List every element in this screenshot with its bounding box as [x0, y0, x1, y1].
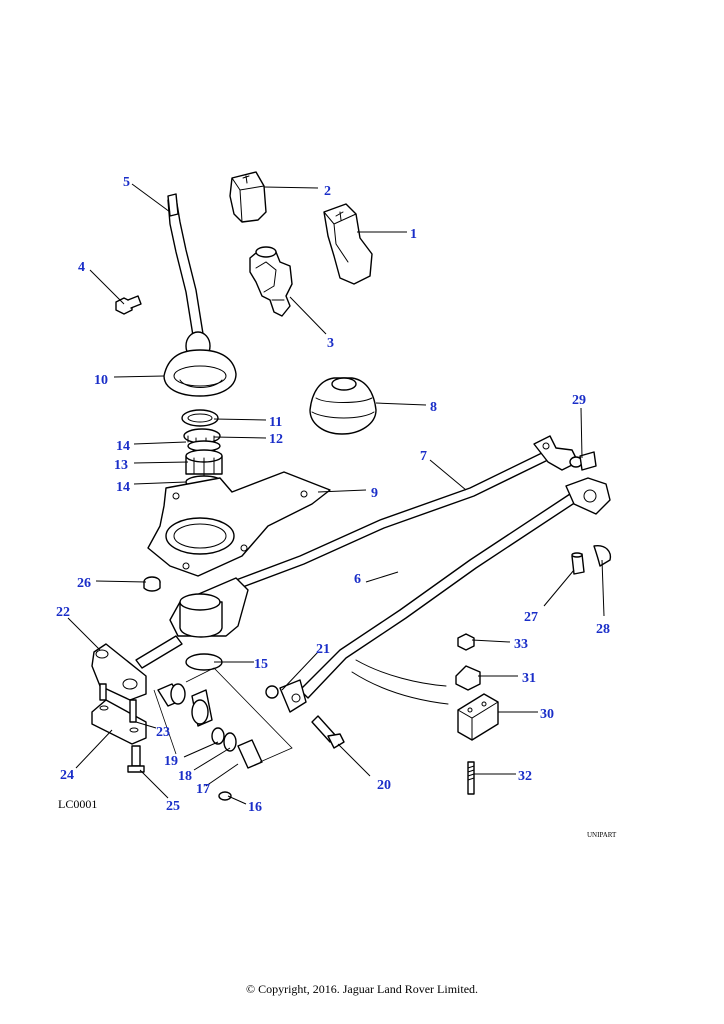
callout-6[interactable]: 6: [354, 572, 361, 587]
callout-12[interactable]: 12: [269, 432, 283, 447]
callout-21[interactable]: 21: [316, 642, 330, 657]
diagram-reference-code: LC0001: [58, 797, 98, 811]
gear-lever: [167, 193, 211, 371]
grommet: [143, 576, 161, 592]
callout-14a[interactable]: 14: [116, 439, 130, 454]
mounting-block: [457, 693, 499, 741]
callout-18[interactable]: 18: [178, 769, 192, 784]
gear-knob-large: [323, 203, 373, 285]
clip-28: [593, 545, 612, 567]
callout-5[interactable]: 5: [123, 175, 130, 190]
callout-8[interactable]: 8: [430, 400, 437, 415]
copyright-notice: © Copyright, 2016. Jaguar Land Rover Lim…: [245, 982, 479, 996]
callout-25[interactable]: 25: [166, 799, 180, 814]
bolt-20: [311, 715, 345, 749]
callout-1[interactable]: 1: [410, 227, 417, 242]
selector-rod-lower: [299, 477, 611, 699]
brand-mark: UNIPART: [587, 831, 617, 839]
callout-10[interactable]: 10: [94, 373, 108, 388]
gear-knob-small: [229, 171, 267, 223]
callout-17[interactable]: 17: [196, 782, 210, 797]
callout-30[interactable]: 30: [540, 707, 554, 722]
callout-24[interactable]: 24: [60, 768, 74, 783]
bush-29: [569, 451, 597, 471]
callout-16[interactable]: 16: [248, 800, 262, 815]
gaiter-boot: [309, 377, 377, 435]
callout-7[interactable]: 7: [420, 449, 427, 464]
leader-lines: [67, 183, 605, 805]
exploded-view-outline: [153, 667, 293, 763]
callout-15[interactable]: 15: [254, 657, 268, 672]
knob-adaptor: [249, 246, 293, 317]
callout-29[interactable]: 29: [572, 393, 586, 408]
bolt-25: [127, 745, 145, 773]
callout-14b[interactable]: 14: [116, 480, 130, 495]
callout-19[interactable]: 19: [164, 754, 178, 769]
callout-27[interactable]: 27: [524, 610, 538, 625]
lever-boot: [163, 349, 237, 397]
callout-31[interactable]: 31: [522, 671, 536, 686]
callout-22[interactable]: 22: [56, 605, 70, 620]
callout-32[interactable]: 32: [518, 769, 532, 784]
callout-2[interactable]: 2: [324, 184, 331, 199]
lever-body: [91, 643, 147, 701]
mounting-plate: [147, 471, 331, 577]
nut-33: [457, 633, 475, 651]
cable: [351, 671, 449, 705]
callout-11[interactable]: 11: [269, 415, 282, 430]
callout-13[interactable]: 13: [114, 458, 128, 473]
callout-33[interactable]: 33: [514, 637, 528, 652]
selector-rod-upper: [235, 435, 579, 589]
callout-4[interactable]: 4: [78, 260, 85, 275]
retaining-clip: [181, 409, 219, 427]
spacer: [455, 665, 481, 691]
lever-housing: [135, 577, 249, 671]
callout-23[interactable]: 23: [156, 725, 170, 740]
bolt-4: [115, 295, 142, 315]
bush-set: [157, 683, 263, 801]
bush-27: [571, 552, 585, 575]
callout-28[interactable]: 28: [596, 622, 610, 637]
stud-bolt: [467, 761, 475, 795]
callout-20[interactable]: 20: [377, 778, 391, 793]
callout-9[interactable]: 9: [371, 486, 378, 501]
callout-labels: 1 2 3 4 5 6 7 8 9 10 11 12 13 14 14 15 1…: [56, 175, 610, 815]
nut-21: [265, 679, 307, 713]
callout-26[interactable]: 26: [77, 576, 91, 591]
cable-2: [355, 659, 447, 687]
callout-3[interactable]: 3: [327, 336, 334, 351]
bracket: [91, 699, 147, 745]
